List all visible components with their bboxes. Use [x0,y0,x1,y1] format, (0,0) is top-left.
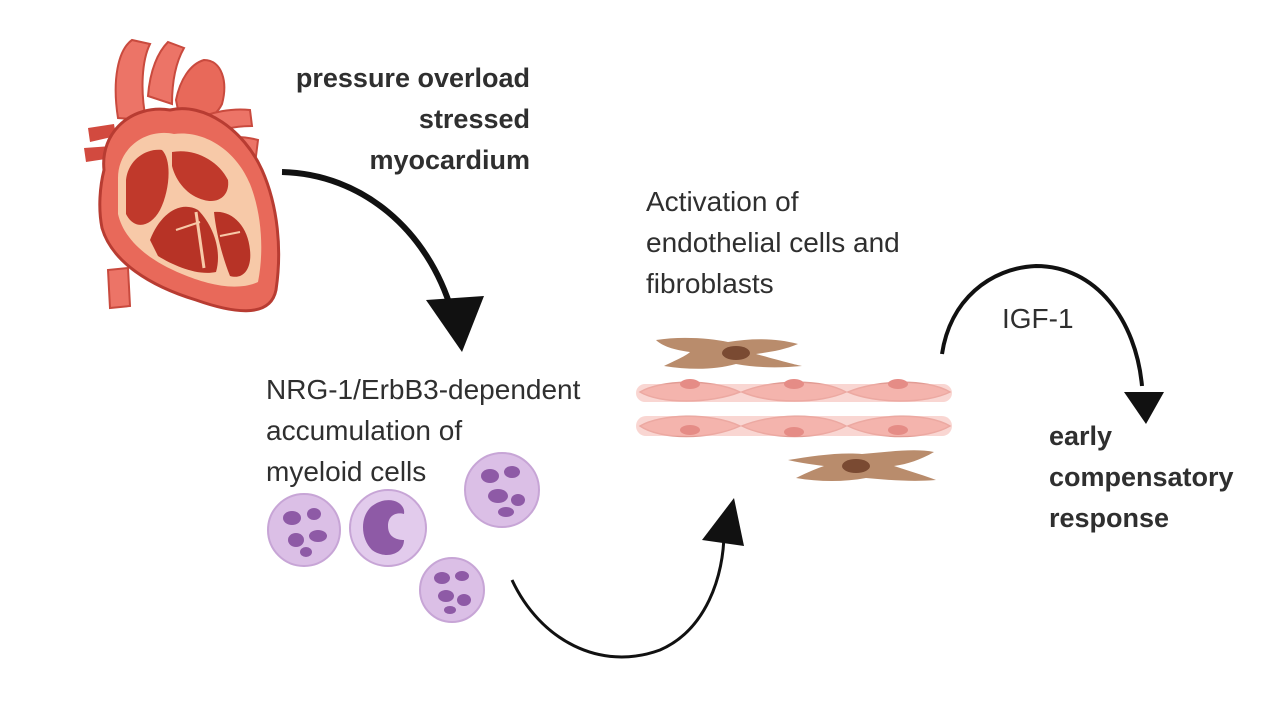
arrow-heart-to-myeloid-head [426,296,484,352]
arrow-heart-to-myeloid [281,169,455,313]
activation-line-3: fibroblasts [646,268,774,299]
activation-line-2: endothelial cells and [646,227,900,258]
heart-illustration [84,38,281,313]
nrg1-erbb3-label: NRG-1/ErbB3-dependent accumulation of my… [266,369,580,492]
response-line-3: response [1049,503,1170,533]
endothelial-fibroblast-cells [636,337,952,481]
pressure-overload-label: pressure overload stressed myocardium [232,58,530,181]
igf1-label: IGF-1 [1002,303,1074,334]
early-response-label: early compensatory response [1049,416,1234,539]
pressure-line-3: myocardium [369,145,530,175]
nrg-line-3: myeloid cells [266,456,427,487]
activation-line-1: Activation of [646,186,799,217]
nrg-line-2: accumulation of [266,415,463,446]
arrow-igf1 [940,263,1144,387]
arrow-myeloid-to-endothelial-head [702,498,744,546]
myeloid-cells [267,452,540,623]
pressure-line-2: stressed [418,104,530,134]
response-line-2: compensatory [1049,462,1234,492]
arrow-myeloid-to-endothelial [510,531,726,659]
pressure-line-1: pressure overload [295,63,530,93]
nrg-line-1: NRG-1/ErbB3-dependent [266,374,581,405]
response-line-1: early [1049,421,1113,451]
activation-label: Activation of endothelial cells and fibr… [646,181,900,304]
arrow-igf1-head [1124,392,1164,424]
